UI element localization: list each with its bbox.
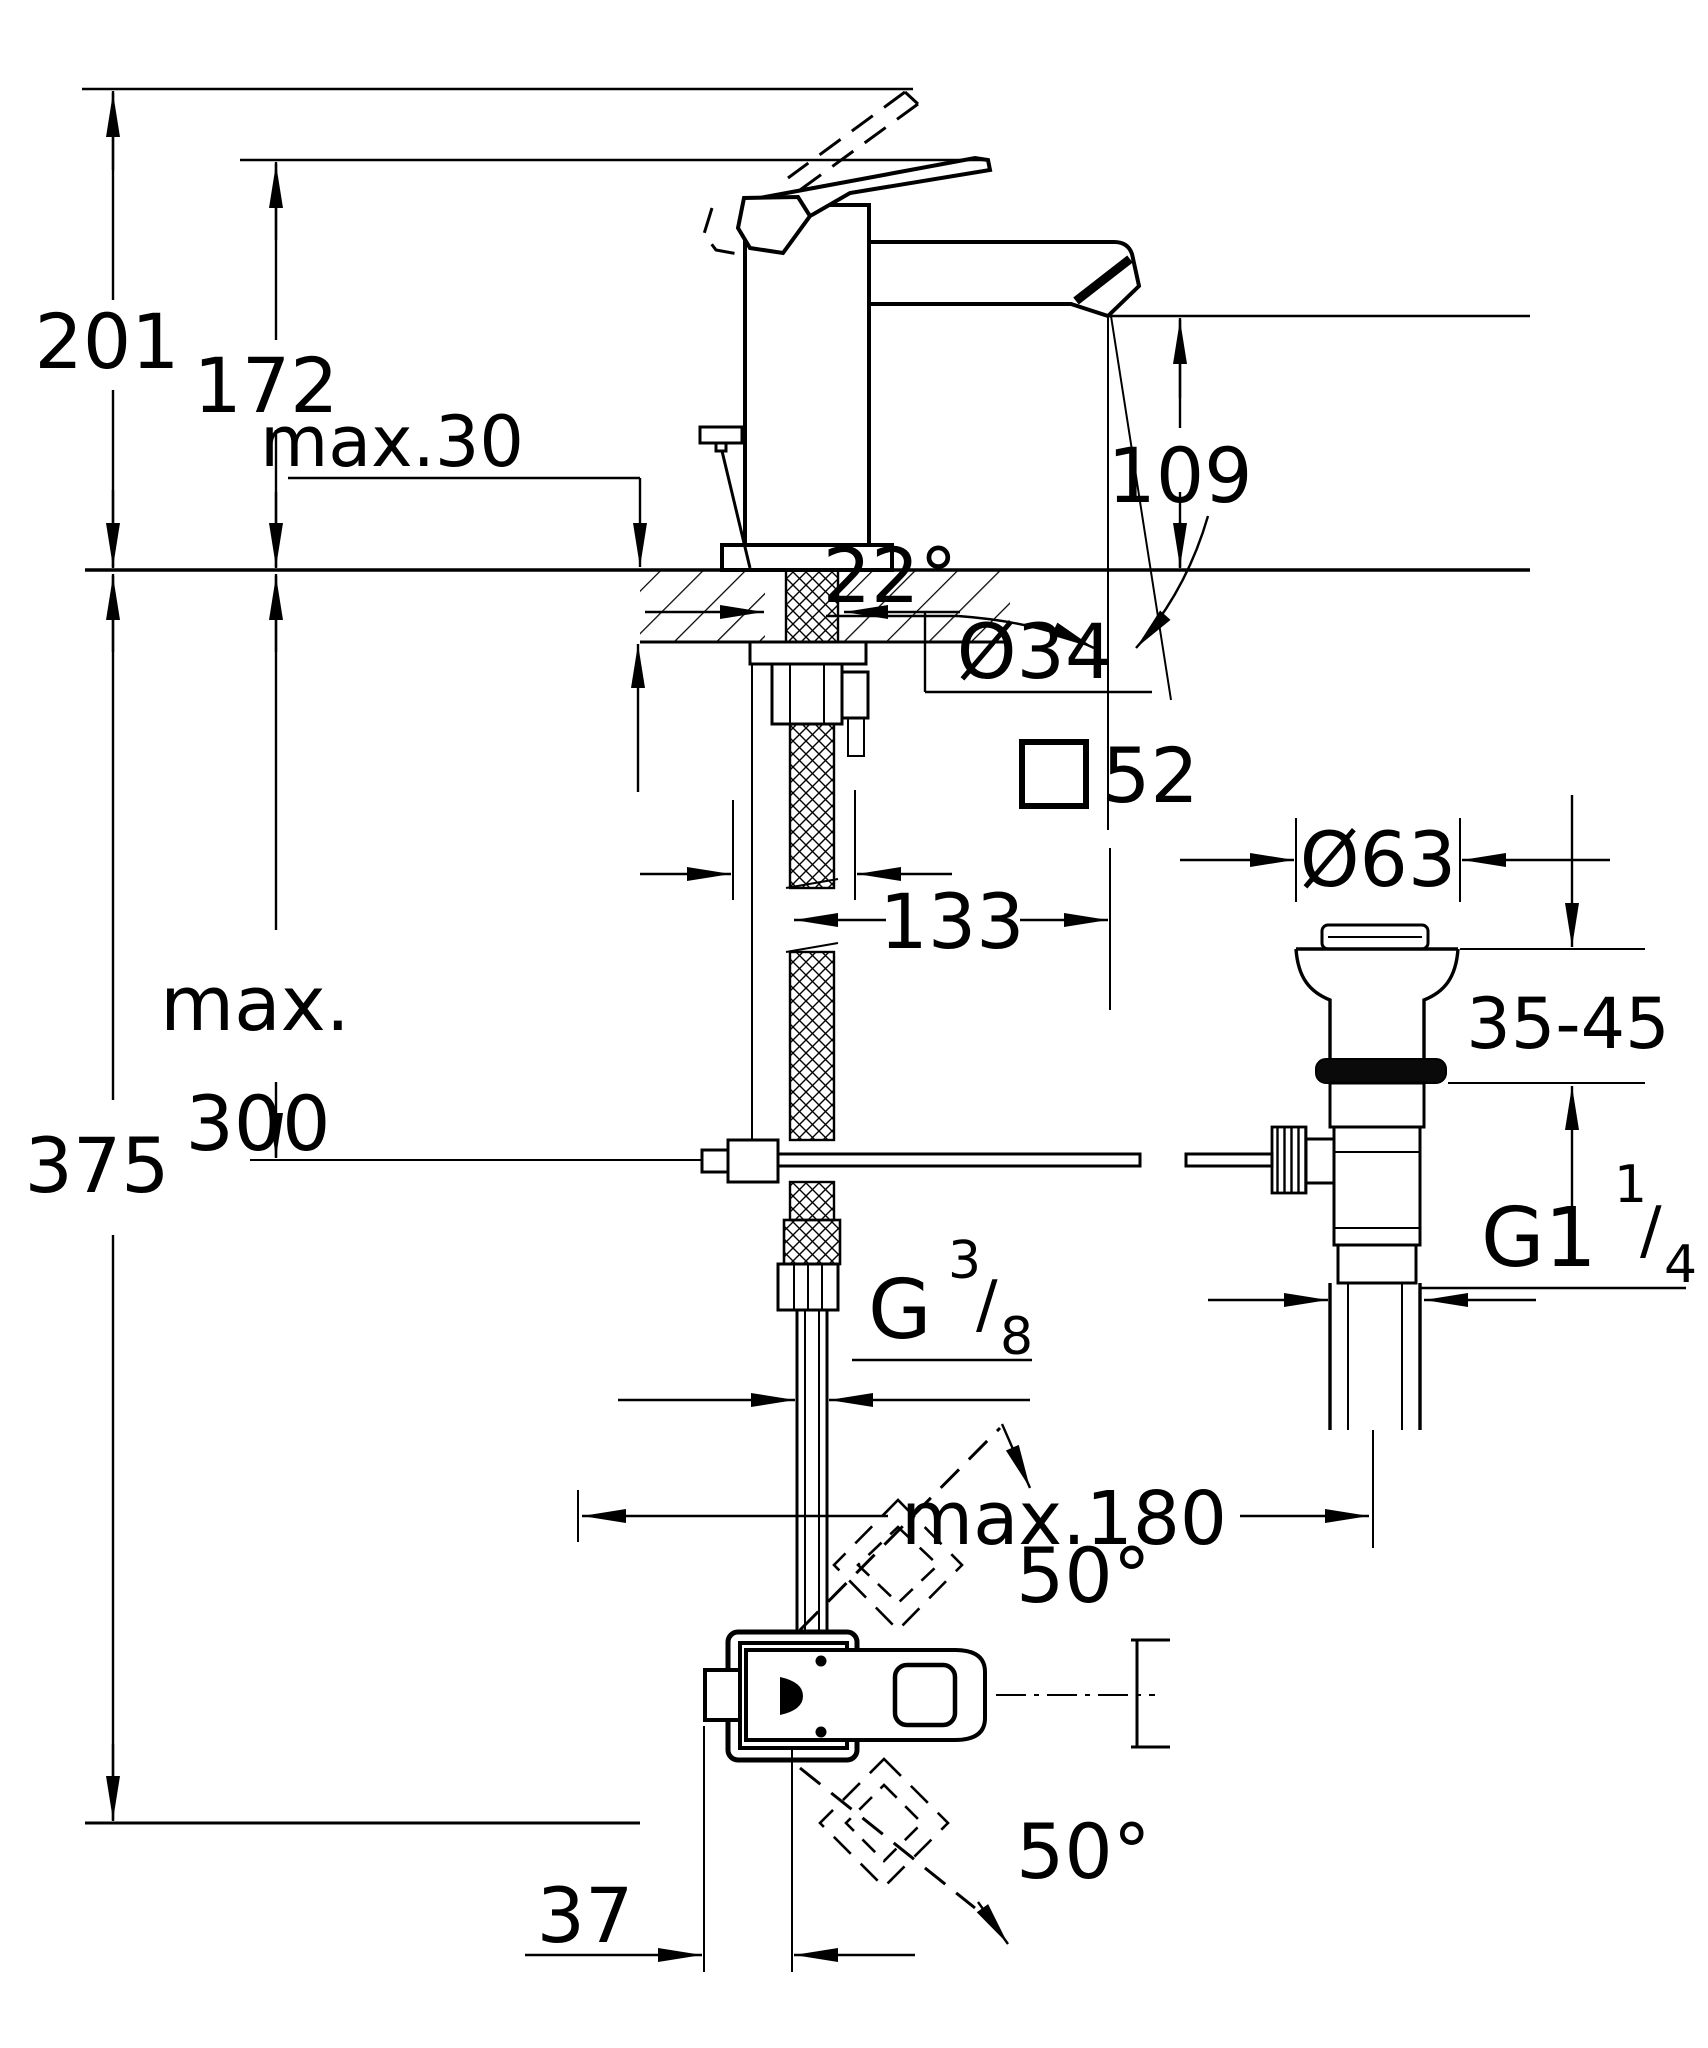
- front-view: 201 172 375 max. 300 m: [24, 87, 1530, 1825]
- label-max30: max.30: [260, 401, 524, 483]
- flange-left: [1294, 948, 1332, 1059]
- label-300: 300: [185, 1079, 330, 1168]
- label-g38: G 3 / 8: [868, 1231, 1033, 1367]
- spout: [867, 240, 1142, 319]
- label-max180: max.180: [901, 1476, 1227, 1562]
- horizontal-pull-rod: [250, 1152, 1274, 1168]
- plan-handle-rotated-down: [799, 1757, 1009, 1945]
- dimension-109: 109: [1107, 318, 1253, 568]
- label-52: 52: [1102, 731, 1199, 820]
- plan-spout-outlet: [703, 1668, 742, 1722]
- dimension-o63: Ø63: [1180, 815, 1610, 904]
- plan-diamond-upper-inner: [856, 1525, 940, 1605]
- faucet: [698, 90, 1172, 830]
- hose-break-top: [785, 878, 839, 889]
- label-22deg: 22°: [823, 531, 958, 620]
- plan-handle-rotated-up: [798, 1423, 1032, 1632]
- dimension-201: 201: [34, 91, 180, 568]
- dimension-172: 172: [193, 162, 339, 568]
- dimension-max30: max.30: [260, 401, 647, 792]
- tailpipe-coupling: [1336, 1243, 1418, 1285]
- cartridge-detail: [840, 670, 870, 720]
- lift-rod: [720, 450, 752, 569]
- label-201: 201: [34, 297, 179, 386]
- dimension-g114: G1 1 / 4: [1208, 1155, 1697, 1307]
- flange-right: [1422, 948, 1460, 1059]
- label-172: 172: [193, 341, 338, 430]
- hose-break-bottom: [785, 942, 839, 953]
- dimension-o34: Ø34: [645, 605, 1152, 696]
- dimension-g38: G 3 / 8: [618, 1231, 1033, 1407]
- label-max: max.: [160, 959, 350, 1048]
- label-50-bottom: 50°: [1016, 1807, 1151, 1896]
- lift-rod-knob: [698, 425, 744, 445]
- label-o34: Ø34: [957, 607, 1114, 696]
- dimension-max300: max. 300: [160, 574, 350, 1168]
- plan-handle: [744, 1648, 987, 1742]
- plan-view: 50° 50° 37: [525, 1423, 1170, 1972]
- lift-rod-stem: [714, 441, 728, 453]
- plan-dot-top: [815, 1655, 827, 1667]
- supply-hose-lower: [788, 1180, 836, 1222]
- square-symbol: [1019, 739, 1089, 809]
- plan-dot-bottom: [815, 1726, 827, 1738]
- popup-waste-assembly: Ø63 35-45 G1 1 / 4: [1180, 795, 1697, 1548]
- pull-rod-left-segment: [776, 1152, 1142, 1168]
- aerator: [1073, 255, 1133, 305]
- label-o63: Ø63: [1300, 815, 1457, 904]
- knurled-adjuster-knob: [1270, 1125, 1308, 1195]
- pull-rod-joint-block: [726, 1138, 780, 1184]
- rubber-seal: [1315, 1058, 1447, 1084]
- cartridge-detail-2: [847, 717, 865, 757]
- dimension-37: 37: [525, 1726, 915, 1972]
- plan-diamond-lower-outer: [818, 1757, 950, 1889]
- pull-rod-right-segment: [1184, 1152, 1274, 1168]
- label-133: 133: [879, 877, 1024, 966]
- dimension-133: 133: [794, 848, 1111, 1010]
- handle-pivot: [735, 194, 813, 256]
- dimension-375: 375: [24, 574, 170, 1821]
- dimension-max180: max.180: [577, 1476, 1369, 1562]
- handle-raised-dashed: [702, 90, 920, 256]
- counter-hatch-left: [640, 570, 765, 642]
- supply-hose-mid: [788, 950, 836, 1142]
- label-37: 37: [537, 1871, 634, 1960]
- plan-diamond-upper-outer: [832, 1498, 964, 1632]
- label-35-45: 35-45: [1466, 983, 1669, 1065]
- label-g114: G1 1 / 4: [1481, 1155, 1697, 1295]
- undercounter-assembly: [700, 568, 870, 1755]
- hose-crimp-collar: [782, 1218, 842, 1266]
- dimension-35-45: 35-45: [1448, 795, 1670, 1212]
- dimension-sq52: 52: [640, 731, 1199, 900]
- label-375: 375: [24, 1121, 169, 1210]
- plan-diamond-lower-inner: [844, 1783, 924, 1863]
- mounting-bracket: [770, 662, 844, 726]
- supply-hose-upper: [788, 722, 836, 890]
- pull-rod-joint-pin: [700, 1148, 730, 1174]
- mounting-washer: [748, 640, 868, 666]
- label-109: 109: [1107, 431, 1252, 520]
- faucet-body: [743, 203, 871, 547]
- plan-detail-d-shape: [780, 1677, 803, 1715]
- label-50-top: 50°: [1016, 1531, 1151, 1620]
- knob-stub: [1304, 1137, 1336, 1185]
- plan-cartridge-hole: [892, 1662, 958, 1728]
- waste-upper-body: [1328, 1081, 1426, 1129]
